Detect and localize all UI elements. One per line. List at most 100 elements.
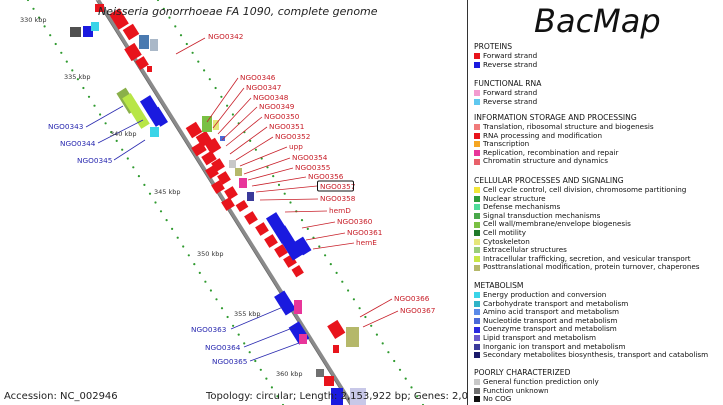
gene-block[interactable] (109, 8, 129, 30)
gene-block[interactable] (213, 120, 219, 130)
gene-block[interactable] (346, 327, 359, 347)
gene-label[interactable]: NGO0352 (275, 132, 310, 141)
legend-swatch (474, 256, 480, 263)
scale-dot (197, 60, 200, 63)
gene-block[interactable] (327, 319, 346, 339)
gene-block[interactable] (274, 290, 296, 316)
gene-block[interactable] (70, 27, 81, 37)
gene-label[interactable]: NGO0348 (253, 93, 289, 102)
legend-swatch (474, 247, 480, 254)
gene-label[interactable]: NGO0350 (264, 112, 300, 121)
legend-swatch (474, 213, 480, 220)
gene-label[interactable]: NGO0356 (308, 172, 344, 181)
scale-dot (270, 386, 273, 389)
gene-label[interactable]: NGO0347 (246, 83, 282, 92)
gene-block[interactable] (135, 56, 149, 70)
gene-block[interactable] (211, 180, 225, 194)
gene-label[interactable]: NGO0364 (205, 343, 241, 352)
gene-block[interactable] (91, 22, 99, 31)
gene-block[interactable] (299, 334, 307, 344)
scale-dot (162, 7, 165, 10)
gene-block[interactable] (204, 137, 222, 155)
gene-blocks[interactable] (70, 4, 366, 405)
scale-dot (82, 86, 85, 90)
legend-section-poorly-characterized: POORLY CHARACTERIZED General function pr… (474, 368, 599, 404)
scale-dot (171, 227, 174, 230)
gene-label[interactable]: NGO0345 (77, 156, 112, 165)
scale-dot (104, 122, 107, 125)
gene-block[interactable] (294, 236, 312, 256)
legend-label: Energy production and conversion (483, 290, 607, 299)
gene-block[interactable] (239, 178, 247, 188)
gene-block[interactable] (139, 35, 149, 49)
gene-block[interactable] (235, 199, 249, 213)
gene-label[interactable]: NGO0346 (240, 73, 276, 82)
gene-label[interactable]: hemD (329, 206, 351, 215)
legend-label: Chromatin structure and dynamics (483, 156, 609, 166)
legend-label: Cytoskeleton (483, 236, 530, 246)
gene-label[interactable]: NGO0349 (259, 102, 295, 111)
gene-block[interactable] (202, 116, 212, 132)
gene-block[interactable] (291, 264, 304, 278)
gene-label[interactable]: NGO0361 (347, 228, 382, 237)
gene-block[interactable] (185, 121, 203, 139)
genome-map-panel[interactable]: 330 kbp 335 kbp 340 kbp 345 kbp 350 kbp … (0, 0, 468, 405)
legend-item: Cell motility (474, 228, 700, 238)
gene-block[interactable] (122, 23, 140, 41)
gene-block[interactable] (264, 234, 278, 248)
gene-block[interactable] (220, 136, 225, 141)
scale-dot (381, 342, 384, 345)
forward-gene-labels[interactable]: NGO0342 NGO0346 NGO0347 NGO0348 NGO0349 … (208, 32, 436, 315)
gene-block[interactable] (124, 42, 142, 62)
gene-label[interactable]: NGO0342 (208, 32, 243, 41)
gene-block[interactable] (150, 127, 159, 137)
gene-block[interactable] (224, 186, 238, 200)
gene-label[interactable]: NGO0363 (191, 325, 227, 334)
gene-label[interactable]: NGO0367 (400, 306, 436, 315)
scale-dot (38, 16, 41, 19)
legend-section-functional-rna: FUNCTIONAL RNA Forward strand Reverse st… (474, 79, 541, 106)
gene-block[interactable] (324, 376, 334, 386)
gene-label[interactable]: NGO0366 (394, 294, 430, 303)
gene-block[interactable] (201, 150, 217, 166)
gene-label[interactable]: NGO0344 (60, 139, 96, 148)
gene-block[interactable] (221, 197, 235, 211)
gene-block[interactable] (150, 39, 158, 51)
gene-block[interactable] (294, 300, 302, 314)
gene-block[interactable] (147, 66, 152, 72)
gene-label[interactable]: upp (289, 142, 303, 151)
gene-label[interactable]: NGO0357 (320, 182, 356, 191)
gene-label[interactable]: hemE (356, 238, 377, 247)
genome-map[interactable]: 330 kbp 335 kbp 340 kbp 345 kbp 350 kbp … (0, 0, 468, 405)
gene-block[interactable] (255, 222, 269, 236)
gene-block[interactable] (350, 388, 366, 405)
legend-swatch (474, 158, 480, 165)
gene-block[interactable] (316, 369, 324, 377)
gene-block[interactable] (217, 171, 231, 185)
gene-label[interactable]: NGO0360 (337, 217, 373, 226)
gene-block[interactable] (244, 211, 258, 225)
gene-label[interactable]: NGO0355 (295, 163, 330, 172)
scale-dot (335, 271, 338, 274)
scale-dot (154, 201, 157, 204)
gene-block[interactable] (331, 388, 343, 405)
gene-label[interactable]: NGO0358 (320, 194, 356, 203)
gene-label[interactable]: NGO0343 (48, 122, 84, 131)
gene-block[interactable] (274, 225, 304, 261)
legend-item: Chromatin structure and dynamics (474, 157, 654, 166)
gene-block[interactable] (274, 244, 288, 258)
gene-block[interactable] (235, 168, 242, 176)
gene-block[interactable] (205, 165, 219, 179)
gene-block[interactable] (191, 141, 207, 157)
gene-label[interactable]: NGO0354 (292, 153, 328, 162)
gene-block[interactable] (229, 160, 236, 168)
gene-block[interactable] (150, 106, 169, 127)
gene-block[interactable] (333, 345, 339, 353)
gene-block[interactable] (95, 4, 104, 12)
gene-block[interactable] (83, 26, 93, 37)
gene-block[interactable] (247, 192, 254, 201)
gene-label[interactable]: NGO0365 (212, 357, 247, 366)
reverse-gene-labels[interactable]: NGO0343 NGO0344 NGO0345 NGO0363 NGO0364 … (48, 122, 247, 366)
gene-label[interactable]: NGO0351 (269, 122, 304, 131)
legend-swatch (474, 309, 480, 316)
